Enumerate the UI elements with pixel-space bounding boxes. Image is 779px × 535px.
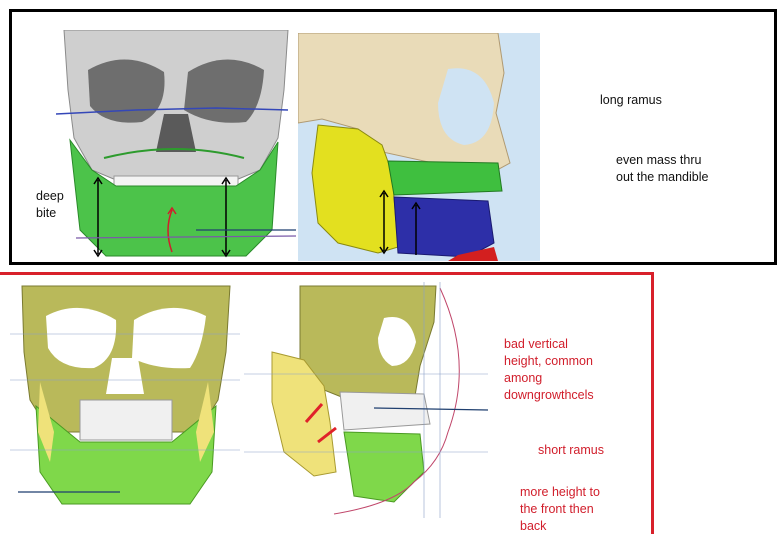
top-lateral-skull-image [298, 33, 540, 261]
bad-vertical-note: bad vertical height, common among downgr… [504, 337, 594, 402]
top-frontal-skull-image [56, 30, 296, 262]
bottom-panel [0, 272, 654, 534]
even-mass-note: even mass thru out the mandible [616, 153, 709, 184]
bottom-lateral-skull-image [244, 282, 488, 518]
short-ramus-note: short ramus [538, 443, 604, 457]
deep-bite-note: deep bite [36, 189, 64, 220]
top-panel [9, 9, 777, 265]
long-ramus-note: long ramus [600, 93, 662, 107]
more-height-note: more height to the front then back [520, 485, 600, 533]
bottom-frontal-skull-image [10, 282, 240, 518]
